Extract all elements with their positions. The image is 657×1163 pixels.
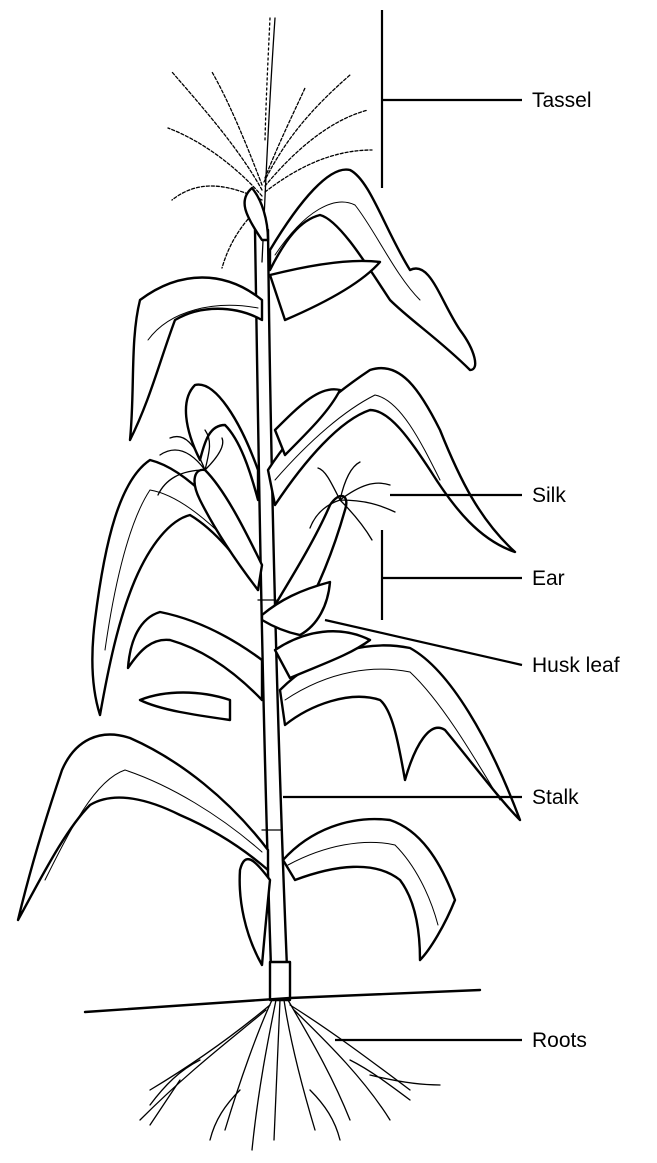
ear-label: Ear <box>532 568 565 589</box>
roots-drawing <box>140 1000 440 1150</box>
stalk-label: Stalk <box>532 787 579 808</box>
tassel-label: Tassel <box>532 90 592 111</box>
roots-label: Roots <box>532 1030 587 1051</box>
husk-leaf-label: Husk leaf <box>532 655 620 676</box>
silk-label: Silk <box>532 485 566 506</box>
